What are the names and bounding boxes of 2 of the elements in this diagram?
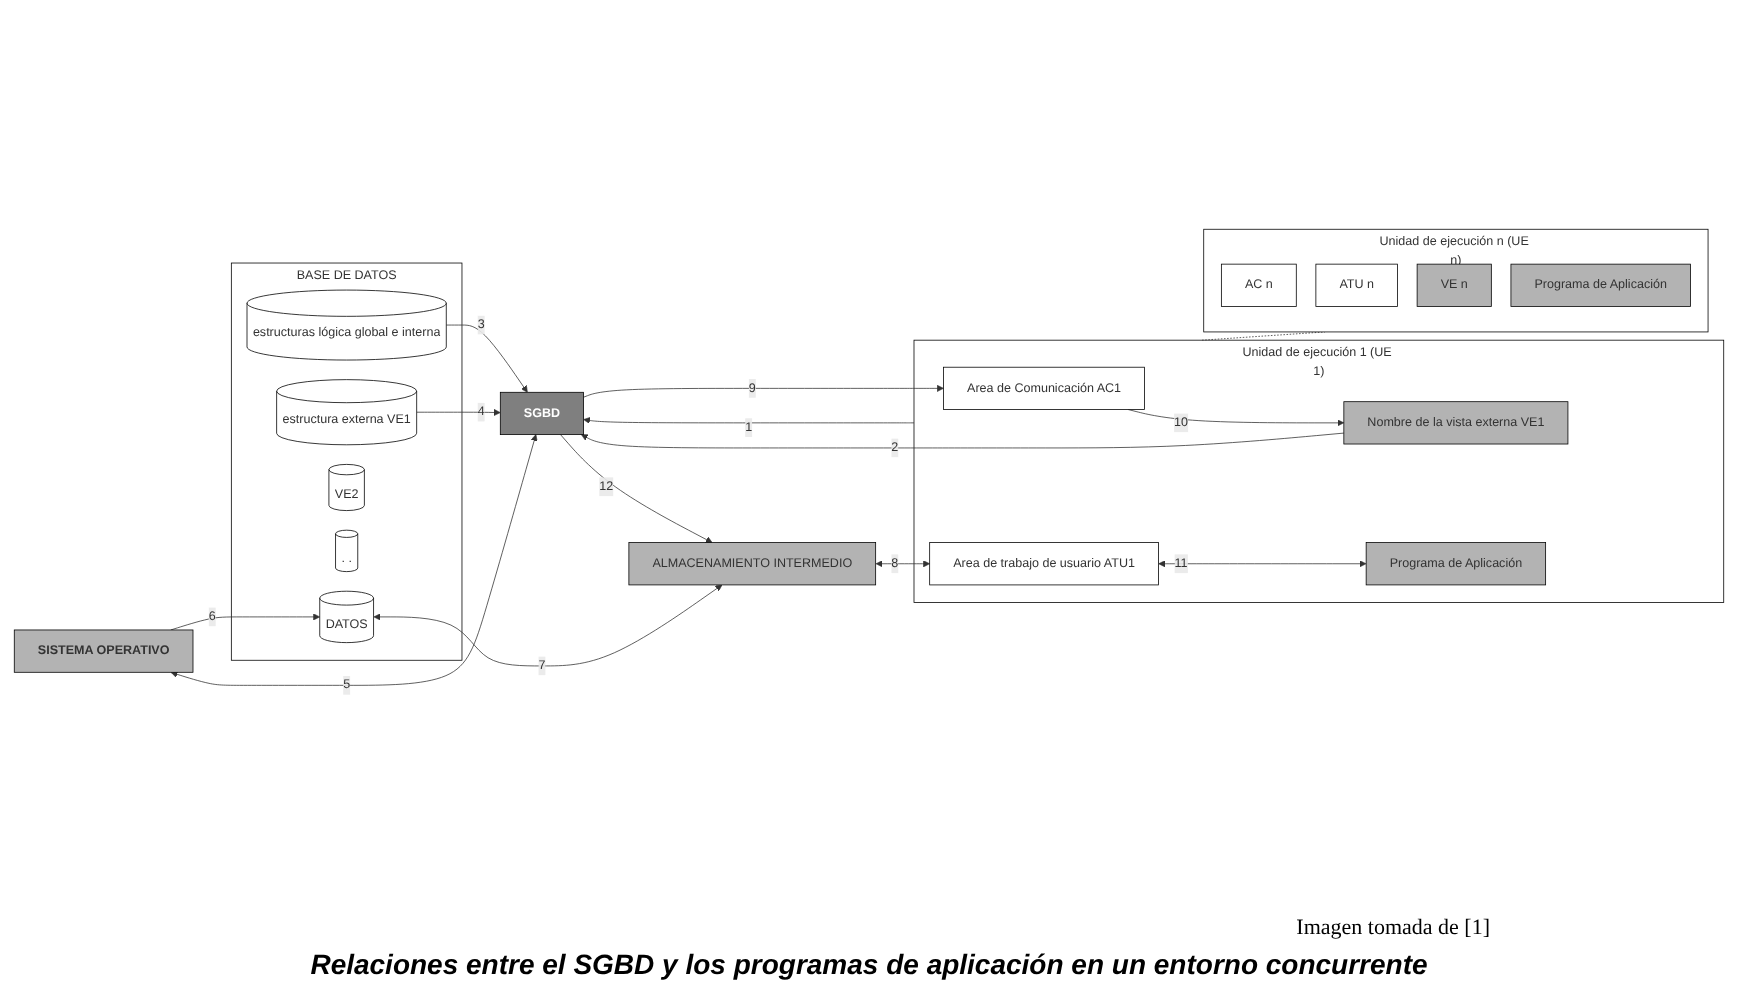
source-note: Imagen tomada de [1] (1296, 916, 1490, 940)
caption: Relaciones entre el SGBD y los programas de aplicación en un entorno concurrente (310, 948, 1428, 980)
